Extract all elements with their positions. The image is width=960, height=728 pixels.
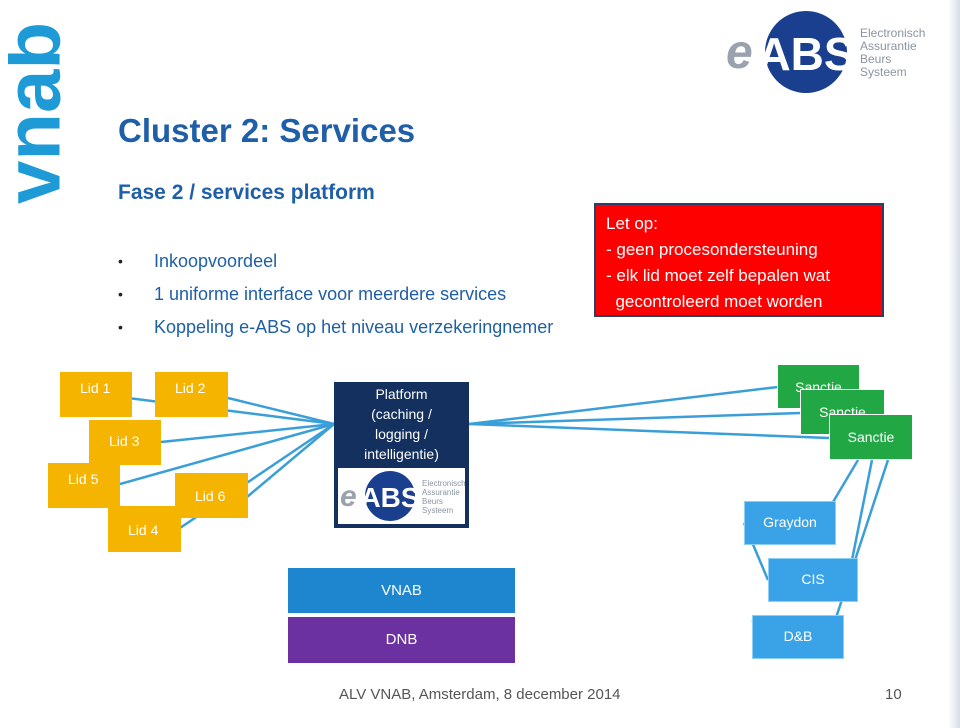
slide-subtitle: Fase 2 / services platform xyxy=(118,181,375,204)
platform-line: logging / xyxy=(375,426,428,442)
bullet-list: • Inkoopvoordeel • 1 uniforme interface vo… xyxy=(118,248,553,347)
eabs-small-logo: e ABS Electronisch Assurantie Beurs Syst… xyxy=(340,471,466,521)
eabs-logo-circle xyxy=(765,11,847,93)
note-line: Let op: xyxy=(606,214,658,233)
connector-lid3 xyxy=(160,422,335,444)
member-box-lid3: Lid 3 xyxy=(89,420,161,465)
member-box-lid5: Lid 5 xyxy=(48,463,120,508)
connector-sanctie-2 xyxy=(468,411,802,426)
eabs-small-mark: ABS xyxy=(360,482,419,513)
eabs-small-line: Electronisch xyxy=(422,479,465,488)
platform-line: Platform xyxy=(375,386,428,402)
service-box-graydon: Graydon xyxy=(744,501,836,545)
platform-box: Platform (caching / logging / intelligen… xyxy=(334,382,469,464)
footer-text: ALV VNAB, Amsterdam, 8 december 2014 xyxy=(339,686,621,703)
note-line: - elk lid moet zelf bepalen wat xyxy=(606,266,830,285)
bullet-text: 1 uniforme interface voor meerdere servi… xyxy=(154,284,507,304)
service-box-cis: CIS xyxy=(768,558,858,602)
vnab-bar: VNAB xyxy=(288,568,515,613)
page-number: 10 xyxy=(885,686,902,703)
vnab-logo: vnab xyxy=(8,22,70,204)
platform-line: intelligentie) xyxy=(364,446,439,462)
vnab-logo-text: vnab xyxy=(8,22,70,204)
note-line: gecontroleerd moet worden xyxy=(606,292,823,311)
warning-note: Let op: - geen procesondersteuning - elk… xyxy=(594,203,884,317)
bullet-icon: • xyxy=(118,286,123,302)
eabs-small-line: Assurantie xyxy=(422,488,460,497)
eabs-logo-line: Beurs xyxy=(860,52,891,66)
member-box-lid1: Lid 1 xyxy=(60,372,132,417)
eabs-small-line: Systeem xyxy=(422,506,453,515)
bullet-icon: • xyxy=(118,253,123,269)
connector-lid2 xyxy=(227,396,335,426)
service-box-db: D&B xyxy=(752,615,844,659)
eabs-small-circle xyxy=(365,471,415,521)
member-box-lid4: Lid 4 xyxy=(108,506,181,552)
connector-sanctie-3 xyxy=(468,422,830,440)
member-box-lid2: Lid 2 xyxy=(155,372,228,417)
eabs-logo-line: Assurantie xyxy=(860,39,917,53)
connector-db xyxy=(828,459,890,637)
slide-title: Cluster 2: Services xyxy=(118,112,416,149)
platform-line: (caching / xyxy=(371,406,432,422)
sanction-box-3: Sanctie xyxy=(829,414,913,460)
slide-edge-shading xyxy=(948,0,960,728)
eabs-logo-mark: ABS xyxy=(757,28,854,80)
bullet-item: • 1 uniforme interface voor meerdere serv… xyxy=(118,281,553,314)
eabs-logo-line: Electronisch xyxy=(860,26,925,40)
bullet-item: • Inkoopvoordeel xyxy=(118,248,553,281)
member-box-lid6: Lid 6 xyxy=(175,473,248,518)
connector-lid6 xyxy=(246,423,335,498)
note-line: - geen procesondersteuning xyxy=(606,240,818,259)
eabs-logo-e: e xyxy=(726,26,753,79)
bullet-icon: • xyxy=(118,319,123,335)
eabs-logo: e ABS Electronisch Assurantie Beurs Syst… xyxy=(726,11,925,93)
connector-lid5 xyxy=(119,422,335,486)
eabs-small-line: Beurs xyxy=(422,497,443,506)
eabs-platform-logo-box: e ABS Electronisch Assurantie Beurs Syst… xyxy=(334,464,469,528)
dnb-bar: DNB xyxy=(288,617,515,663)
bullet-text: Koppeling e-ABS op het niveau verzekerin… xyxy=(154,317,554,337)
bullet-text: Inkoopvoordeel xyxy=(154,251,278,271)
eabs-small-e: e xyxy=(340,480,357,513)
bullet-item: • Koppeling e-ABS op het niveau verzekeri… xyxy=(118,314,553,347)
eabs-logo-line: Systeem xyxy=(860,65,907,79)
connector-sanctie-1 xyxy=(468,385,779,426)
